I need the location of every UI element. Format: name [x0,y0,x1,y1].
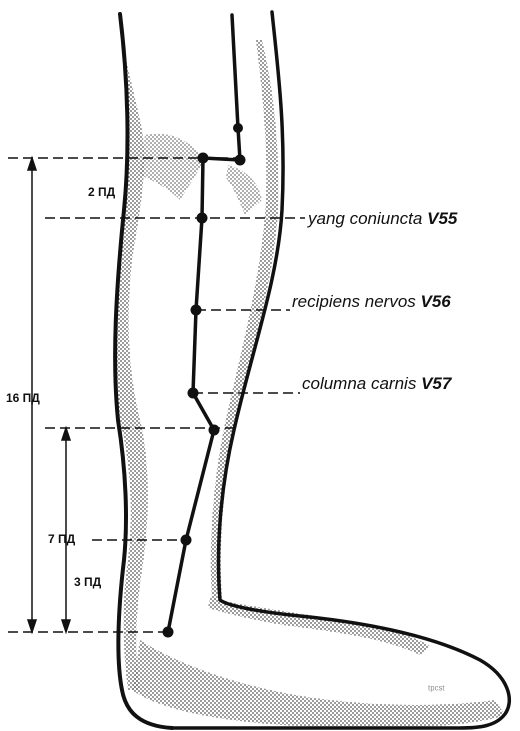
corner-mark: ᵗᵖᶜˢᵗ [428,684,445,696]
measure-label-2: 2 ПД [88,185,116,199]
measure-label-16: 16 ПД [6,391,40,405]
point-label-v57: columna carnis V57 [302,374,453,393]
point-code: V57 [421,374,453,393]
point-label-v55: yang coniuncta V55 [307,209,458,228]
dim-16-arrow-bottom [28,620,36,632]
point-code: V56 [421,292,452,311]
point-marker [209,425,220,436]
point-marker [235,155,246,166]
point-name: yang coniuncta [307,209,422,228]
point-name: recipiens nervos [292,292,416,311]
point-marker [233,123,243,133]
point-label-v56: recipiens nervos V56 [292,292,451,311]
measure-label-7: 7 ПД [48,532,76,546]
measure-label-3: 3 ПД [74,575,102,589]
dim-16-arrow-top [28,158,36,170]
point-code: V55 [427,209,458,228]
dim-7-arrow-bottom [62,620,70,632]
dim-7-arrow-top [62,428,70,440]
point-name: columna carnis [302,374,417,393]
